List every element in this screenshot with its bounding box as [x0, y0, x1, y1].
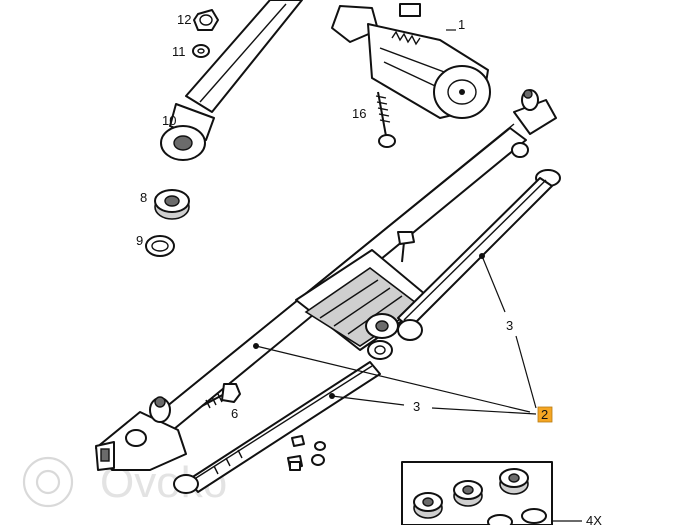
callout-1: 1 [458, 17, 465, 32]
callout-12: 12 [177, 12, 191, 27]
bolt-part-16 [375, 91, 396, 148]
center-crank [365, 313, 423, 360]
callout-10: 10 [162, 113, 176, 128]
kit-quantity-label: 4X [586, 513, 602, 525]
callout-2: 2 [541, 407, 548, 422]
bushing-kit-box: 4X [401, 461, 602, 525]
wiper-arm [160, 0, 303, 161]
bushing [453, 480, 483, 507]
bolt-part-6 [201, 383, 241, 409]
nut-part-12 [193, 9, 219, 31]
callout-16: 16 [352, 106, 366, 121]
bushing [487, 514, 513, 525]
washer-part-11 [192, 44, 210, 58]
bushing [521, 508, 547, 524]
bushing [413, 492, 443, 519]
callout-9: 9 [136, 233, 143, 248]
callout-3-lower: 3 [413, 399, 420, 414]
left-pivot [95, 396, 199, 494]
grommet-part-8 [154, 189, 190, 220]
right-pivot [511, 89, 561, 187]
highlight-box [537, 406, 553, 423]
bolt-small [397, 231, 415, 263]
leader-lines [253, 29, 537, 415]
callout-6: 6 [231, 406, 238, 421]
ring-part-9 [145, 235, 175, 257]
bushing [499, 468, 529, 495]
callout-3-upper: 3 [506, 318, 513, 333]
wiper-motor [331, 3, 491, 119]
callout-8: 8 [140, 190, 147, 205]
nut-set [287, 435, 326, 471]
callout-11: 11 [172, 44, 186, 59]
